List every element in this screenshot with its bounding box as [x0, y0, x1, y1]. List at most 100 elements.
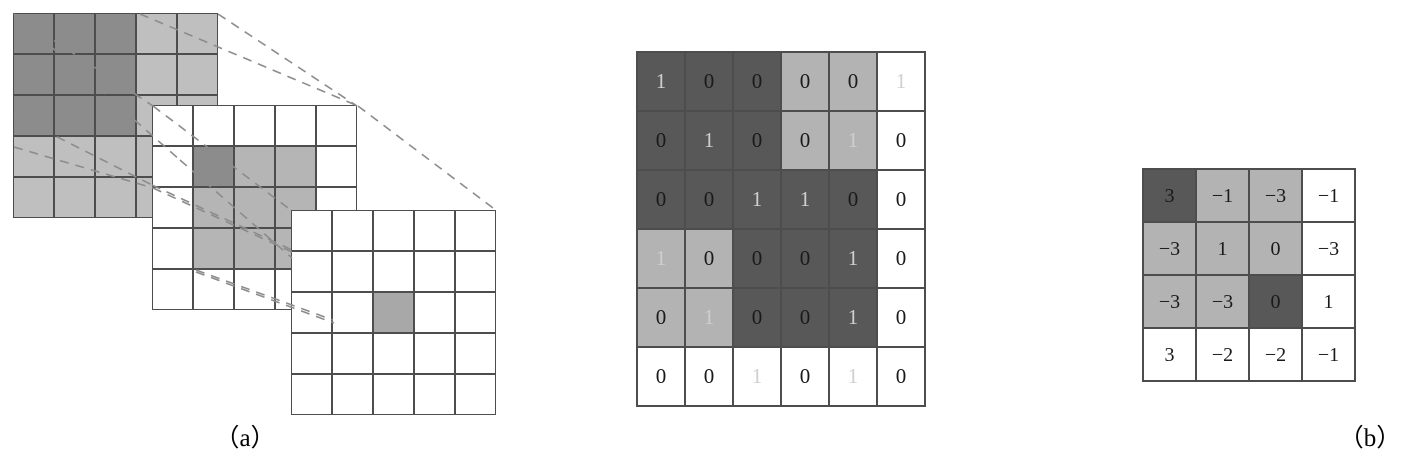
numeric-matrix-cell-r3c4: 1: [1302, 275, 1355, 328]
binary-matrix-cell-r5c5: 1: [829, 288, 877, 347]
feature-map-2-cell-r2c3: [234, 146, 275, 187]
feature-map-2-cell-r5c3: [234, 269, 275, 310]
feature-map-2-cell-r1c3: [234, 105, 275, 146]
feature-map-3-cell-r4c3: [373, 333, 414, 374]
feature-map-1-cell-r5c2: [54, 177, 95, 218]
feature-map-2-cell-r2c1: [152, 146, 193, 187]
binary-matrix-cell-r6c6: 0: [877, 347, 925, 406]
feature-map-1-cell-r1c3: [95, 13, 136, 54]
binary-matrix-cell-r6c5: 1: [829, 347, 877, 406]
numeric-matrix-cell-r2c2: 1: [1196, 222, 1249, 275]
feature-map-3-cell-r2c3: [373, 251, 414, 292]
feature-map-2-cell-r3c2: [193, 187, 234, 228]
feature-map-2-cell-r1c2: [193, 105, 234, 146]
numeric-matrix-cell-r1c3: −3: [1249, 169, 1302, 222]
feature-map-2-cell-r1c5: [316, 105, 357, 146]
panel-a: （a）: [0, 0, 520, 463]
binary-matrix-cell-r1c1: 1: [637, 52, 685, 111]
binary-matrix-cell-r3c6: 0: [877, 170, 925, 229]
numeric-matrix-cell-r3c3: 0: [1249, 275, 1302, 328]
feature-map-3-cell-r3c4: [414, 292, 455, 333]
binary-matrix-cell-r1c3: 0: [733, 52, 781, 111]
feature-map-1-cell-r2c4: [136, 54, 177, 95]
numeric-matrix-cell-r1c1: 3: [1143, 169, 1196, 222]
numeric-matrix-cell-r4c2: −2: [1196, 328, 1249, 381]
binary-matrix-cell-r1c4: 0: [781, 52, 829, 111]
feature-map-3-cell-r5c2: [332, 374, 373, 415]
feature-map-1-cell-r4c1: [13, 136, 54, 177]
feature-map-2-cell-r1c4: [275, 105, 316, 146]
feature-map-3-cell-r3c3: [373, 292, 414, 333]
feature-map-3-cell-r1c5: [455, 210, 496, 251]
feature-map-2-cell-r5c2: [193, 269, 234, 310]
numeric-matrix-cell-r1c4: −1: [1302, 169, 1355, 222]
feature-map-1-cell-r4c2: [54, 136, 95, 177]
feature-map-3-cell-r4c1: [291, 333, 332, 374]
feature-map-1-cell-r3c1: [13, 95, 54, 136]
feature-map-2-cell-r3c3: [234, 187, 275, 228]
feature-map-3-cell-r1c3: [373, 210, 414, 251]
feature-map-3-cell-r1c2: [332, 210, 373, 251]
feature-map-3-cell-r1c1: [291, 210, 332, 251]
feature-map-2-cell-r3c1: [152, 187, 193, 228]
numeric-matrix-cell-r3c1: −3: [1143, 275, 1196, 328]
binary-matrix-cell-r6c3: 1: [733, 347, 781, 406]
feature-map-1-cell-r2c5: [177, 54, 218, 95]
feature-map-3-cell-r4c5: [455, 333, 496, 374]
binary-matrix-cell-r5c6: 0: [877, 288, 925, 347]
numeric-matrix-cell-r2c3: 0: [1249, 222, 1302, 275]
numeric-matrix-cell-r2c4: −3: [1302, 222, 1355, 275]
feature-map-2-cell-r2c4: [275, 146, 316, 187]
feature-map-3-cell-r3c1: [291, 292, 332, 333]
feature-map-3-cell-r4c4: [414, 333, 455, 374]
feature-map-1-cell-r3c3: [95, 95, 136, 136]
binary-matrix-cell-r6c4: 0: [781, 347, 829, 406]
feature-map-3-cell-r3c2: [332, 292, 373, 333]
binary-matrix-cell-r1c6: 1: [877, 52, 925, 111]
feature-map-grid-3: [291, 210, 496, 415]
feature-map-2-cell-r5c1: [152, 269, 193, 310]
feature-map-3-cell-r5c3: [373, 374, 414, 415]
binary-matrix-cell-r3c1: 0: [637, 170, 685, 229]
binary-matrix-cell-r2c5: 1: [829, 111, 877, 170]
feature-map-1-cell-r1c4: [136, 13, 177, 54]
feature-map-2-cell-r4c2: [193, 228, 234, 269]
feature-map-2-cell-r1c1: [152, 105, 193, 146]
feature-map-1-cell-r5c1: [13, 177, 54, 218]
feature-map-2-cell-r2c5: [316, 146, 357, 187]
numeric-matrix-cell-r1c2: −1: [1196, 169, 1249, 222]
feature-map-3-cell-r1c4: [414, 210, 455, 251]
feature-map-2-cell-r2c2: [193, 146, 234, 187]
binary-matrix-cell-r5c2: 1: [685, 288, 733, 347]
binary-matrix-cell-r6c2: 0: [685, 347, 733, 406]
feature-map-3-cell-r5c1: [291, 374, 332, 415]
binary-matrix-cell-r5c4: 0: [781, 288, 829, 347]
panel-b-caption: （b）: [1338, 425, 1402, 452]
feature-map-3-cell-r5c5: [455, 374, 496, 415]
binary-matrix-cell-r4c2: 0: [685, 229, 733, 288]
binary-matrix-cell-r2c6: 0: [877, 111, 925, 170]
feature-map-2-cell-r4c1: [152, 228, 193, 269]
numeric-matrix-cell-r3c2: −3: [1196, 275, 1249, 328]
feature-map-1-cell-r2c2: [54, 54, 95, 95]
binary-matrix-cell-r4c1: 1: [637, 229, 685, 288]
panel-a-caption: （a）: [214, 425, 276, 452]
binary-matrix-cell-r4c6: 0: [877, 229, 925, 288]
numeric-matrix-cell-r4c1: 3: [1143, 328, 1196, 381]
feature-map-3-cell-r3c5: [455, 292, 496, 333]
binary-matrix-cell-r5c1: 0: [637, 288, 685, 347]
binary-matrix-cell-r1c5: 0: [829, 52, 877, 111]
binary-matrix-cell-r2c3: 0: [733, 111, 781, 170]
binary-matrix-cell-r4c5: 1: [829, 229, 877, 288]
binary-matrix-cell-r2c1: 0: [637, 111, 685, 170]
numeric-matrix-cell-r2c1: −3: [1143, 222, 1196, 275]
numeric-matrix-cell-r4c4: −1: [1302, 328, 1355, 381]
feature-map-1-cell-r2c1: [13, 54, 54, 95]
feature-map-3-cell-r2c1: [291, 251, 332, 292]
feature-map-1-cell-r2c3: [95, 54, 136, 95]
